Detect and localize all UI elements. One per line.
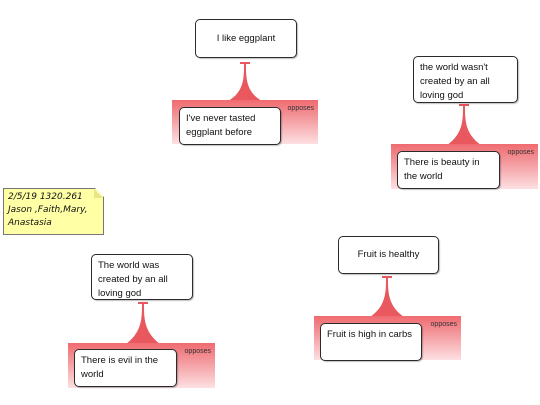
objection-node-eggplant[interactable]: I've never tasted eggplant before (179, 107, 281, 145)
note-fold-shading (94, 189, 103, 198)
connector-fruit (370, 276, 404, 317)
claim-text: the world wasn't created by an all lovin… (420, 62, 490, 101)
relation-label: opposes (507, 149, 534, 156)
sticky-note[interactable]: 2/5/19 1320.261 Jason ,Faith,Mary, Anast… (3, 188, 104, 235)
connector-evil (126, 302, 160, 344)
objection-text: There is beauty in the world (404, 157, 480, 182)
relation-label: opposes (430, 321, 457, 328)
relation-label: opposes (184, 348, 211, 355)
note-line-names: Jason ,Faith,Mary, (8, 205, 88, 215)
claim-text: I like eggplant (216, 32, 276, 44)
connector-beauty (447, 104, 481, 145)
objection-text: There is evil in the world (81, 355, 159, 380)
relation-label: opposes (287, 105, 314, 112)
claim-node-eggplant[interactable]: I like eggplant (195, 19, 297, 58)
objection-node-evil[interactable]: There is evil in the world (74, 349, 177, 387)
claim-text: The world was created by an all loving g… (98, 260, 168, 299)
objection-text: Fruit is high in carbs (327, 329, 413, 340)
objection-node-beauty[interactable]: There is beauty in the world (397, 151, 500, 189)
objection-node-fruit[interactable]: Fruit is high in carbs (320, 323, 422, 361)
note-line-date: 2/5/19 1320.261 (8, 192, 83, 202)
claim-text: Fruit is healthy (357, 249, 420, 260)
claim-node-fruit[interactable]: Fruit is healthy (338, 236, 439, 274)
connector-eggplant (228, 62, 262, 101)
claim-node-world-created[interactable]: The world was created by an all loving g… (91, 254, 193, 300)
note-line-names-cont: Anastasia (8, 218, 52, 228)
objection-text: I've never tasted eggplant before (186, 113, 256, 138)
claim-node-world-not-created[interactable]: the world wasn't created by an all lovin… (413, 56, 518, 103)
